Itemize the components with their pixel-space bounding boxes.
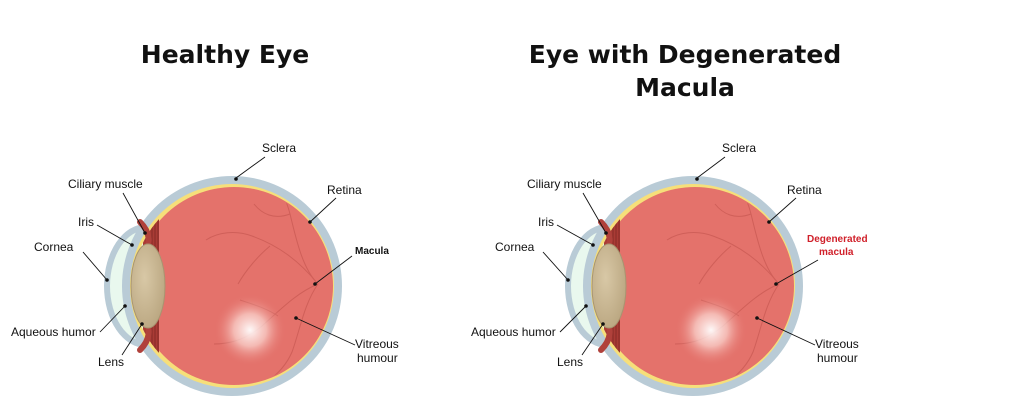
healthy-eye-title: Healthy Eye [140,40,310,69]
label-sclera: Sclera [722,141,756,155]
label-iris: Iris [538,215,554,229]
iris-dot [591,243,595,247]
macula-leader [314,255,353,285]
healthy-eye: Sclera Ciliary muscle Retina Iris Cornea… [11,141,399,396]
lens-leader [121,323,143,356]
lens-dot [140,322,144,326]
degenerated-title-line1: Eye with Degenerated [528,40,842,69]
label-ciliary-muscle: Ciliary muscle [527,177,602,191]
degenerated-macula-leader [775,259,819,285]
label-vitreous-line2: humour [817,351,858,365]
label-lens: Lens [557,355,583,369]
ciliary-leader [122,192,146,234]
label-vitreous-line1: Vitreous [815,337,859,351]
ciliary-dot [143,231,147,235]
cornea-leader [82,251,108,281]
iris-leader [96,224,133,246]
iris-dot [130,243,134,247]
vitreous-leader [756,317,816,346]
ciliary-dot [604,231,608,235]
label-degenerated-line2: macula [819,247,854,258]
label-retina: Retina [327,183,362,197]
macula-dot [313,282,317,286]
light-glow [675,294,747,366]
sclera-leader [235,156,266,179]
sclera-dot [234,177,238,181]
sclera-dot [695,177,699,181]
vitreous-leader [295,317,356,346]
label-lens: Lens [98,355,124,369]
retina-dot [767,220,771,224]
sclera-leader [696,156,726,179]
retina-leader [768,197,797,223]
aqueous-leader [559,305,587,333]
label-vitreous-line1: Vitreous [355,337,399,351]
light-glow [214,294,286,366]
aqueous-leader [99,305,126,333]
label-iris: Iris [78,215,94,229]
vitreous-dot [294,316,298,320]
cornea-dot [105,278,109,282]
retina-leader [309,197,337,223]
label-vitreous-line2: humour [357,351,398,365]
cornea-dot [566,278,570,282]
lens-dot [601,322,605,326]
label-cornea: Cornea [495,240,535,254]
label-sclera: Sclera [262,141,296,155]
label-retina: Retina [787,183,822,197]
degenerated-title-line2: Macula [635,73,735,102]
ciliary-leader [582,192,607,234]
label-ciliary-muscle: Ciliary muscle [68,177,143,191]
aqueous-dot [123,304,127,308]
aqueous-dot [584,304,588,308]
degenerated-macula-dot [774,282,778,286]
lens [130,243,166,329]
label-degenerated-line1: Degenerated [807,234,868,245]
lens-leader [581,323,604,356]
lens [591,243,627,329]
degenerated-eye: Sclera Ciliary muscle Retina Iris Cornea… [471,141,868,396]
degenerated-eye-title: Eye with Degenerated Macula [520,38,850,104]
label-aqueous-humor: Aqueous humor [471,325,556,339]
vitreous-dot [755,316,759,320]
cornea-leader [542,251,569,281]
retina-dot [308,220,312,224]
iris-leader [556,224,594,246]
label-macula: Macula [355,246,389,257]
label-aqueous-humor: Aqueous humor [11,325,96,339]
label-cornea: Cornea [34,240,74,254]
